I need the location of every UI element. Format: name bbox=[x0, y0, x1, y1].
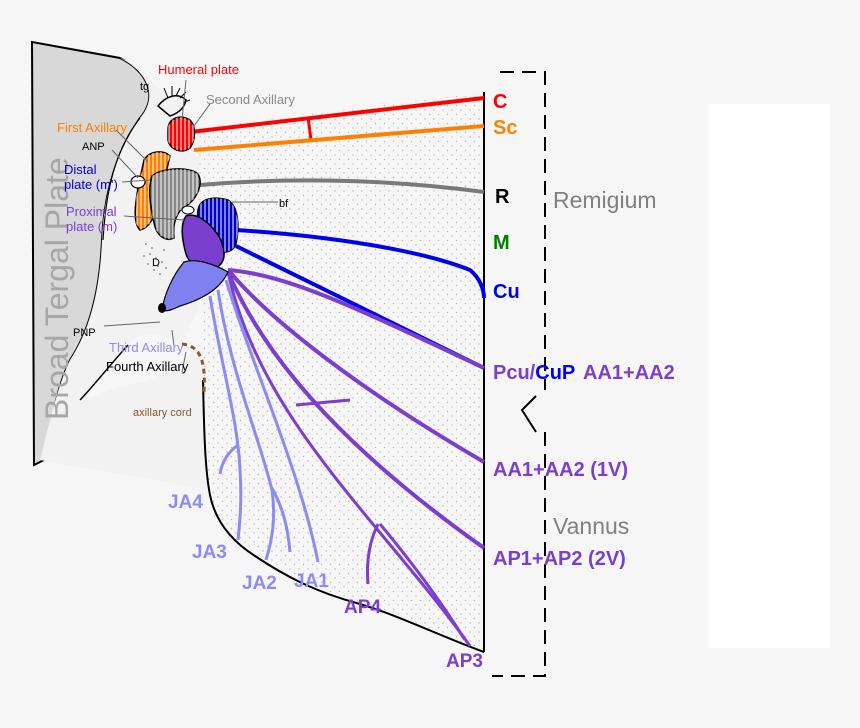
vein-crossvein bbox=[295, 398, 351, 407]
vein-ap4-a bbox=[366, 523, 380, 585]
vein-ap3 bbox=[226, 271, 472, 647]
vein-r bbox=[199, 178, 485, 194]
anp-shape bbox=[130, 175, 146, 189]
proximal-plate-label-2: plate (m) bbox=[66, 219, 117, 234]
wing-trailing-margin bbox=[202, 379, 485, 653]
first-axillary-label: First Axillary bbox=[57, 120, 128, 135]
axillary-cord-label: axillary cord bbox=[133, 407, 192, 419]
tg-label: tg bbox=[140, 81, 149, 93]
vein-ja3-label: JA3 bbox=[192, 542, 227, 563]
vein-c-crossvein bbox=[306, 116, 313, 141]
vein-ja2-branch bbox=[270, 487, 292, 553]
vein-ap2v bbox=[226, 271, 486, 550]
vein-sc-label: Sc bbox=[493, 117, 517, 139]
vein-ja1 bbox=[224, 279, 320, 563]
vein-pcu-prefix: Pcu/ bbox=[493, 362, 536, 384]
vein-ja4-label: JA4 bbox=[168, 492, 203, 513]
vein-ap4-b bbox=[378, 523, 467, 641]
vein-pcu-label: Pcu/CuP AA1+AA2 bbox=[493, 362, 675, 384]
region-bracket bbox=[492, 71, 546, 677]
humeral-plate-label: Humeral plate bbox=[158, 62, 239, 77]
vein-ap3-label: AP3 bbox=[446, 651, 483, 672]
second-axillary-label: Second Axillary bbox=[206, 92, 295, 107]
tergal-plate-label: Broad Tergal Plate bbox=[39, 157, 75, 420]
third-axillary-label: Third Axillary bbox=[109, 340, 184, 355]
vein-ja2-label: JA2 bbox=[242, 573, 277, 594]
leader-lines bbox=[103, 79, 278, 373]
vein-r-label: R bbox=[495, 186, 510, 208]
axillary-cord-line bbox=[181, 342, 206, 393]
vein-ja2 bbox=[216, 289, 276, 561]
proximal-plate-label-1: Proximal bbox=[66, 204, 117, 219]
vein-ap-2v-label: AP1+AP2 (2V) bbox=[493, 548, 626, 570]
distal-plate-label-2: plate (m') bbox=[64, 177, 118, 192]
d-region-speckles bbox=[143, 243, 167, 275]
fourth-axillary-shape bbox=[158, 303, 166, 313]
vein-aa1v bbox=[228, 270, 486, 464]
fourth-axillary-label: Fourth Axillary bbox=[106, 359, 189, 374]
vein-pcu-cup: CuP bbox=[535, 362, 575, 384]
vannus-label: Vannus bbox=[553, 513, 629, 539]
anp-label: ANP bbox=[82, 141, 105, 153]
humeral-plate-hatch bbox=[168, 117, 195, 151]
vein-pcu-suffix: AA1+AA2 bbox=[583, 362, 675, 384]
notum-edge bbox=[102, 117, 141, 241]
vein-ja3 bbox=[208, 295, 243, 541]
vein-ap4-label: AP4 bbox=[344, 597, 381, 618]
vein-c-label: C bbox=[493, 91, 507, 113]
pnp-label: PNP bbox=[73, 327, 96, 339]
distal-plate-label-1: Distal bbox=[64, 162, 97, 177]
third-axillary-shape bbox=[161, 260, 229, 312]
bracket-notch bbox=[520, 395, 537, 433]
tg-hairs bbox=[163, 86, 191, 103]
vein-m bbox=[235, 228, 486, 299]
vein-aa-1v-label: AA1+AA2 (1V) bbox=[493, 459, 628, 481]
vein-sc bbox=[193, 124, 485, 152]
d-label: D bbox=[152, 257, 160, 269]
vein-cu-label: Cu bbox=[493, 281, 520, 303]
notum-curve bbox=[79, 344, 129, 401]
vein-ja1-label: JA1 bbox=[294, 571, 329, 592]
second-axillary-hatch bbox=[149, 168, 201, 240]
vein-pcu bbox=[227, 268, 485, 370]
white-side-panel bbox=[709, 104, 830, 648]
bf-shape bbox=[181, 205, 195, 215]
remigium-label: Remigium bbox=[553, 187, 657, 213]
tg-process bbox=[156, 95, 187, 117]
vein-m-label: M bbox=[493, 232, 510, 254]
vein-ja4 bbox=[218, 443, 239, 475]
bf-label: bf bbox=[279, 198, 289, 210]
vein-c bbox=[189, 96, 485, 134]
